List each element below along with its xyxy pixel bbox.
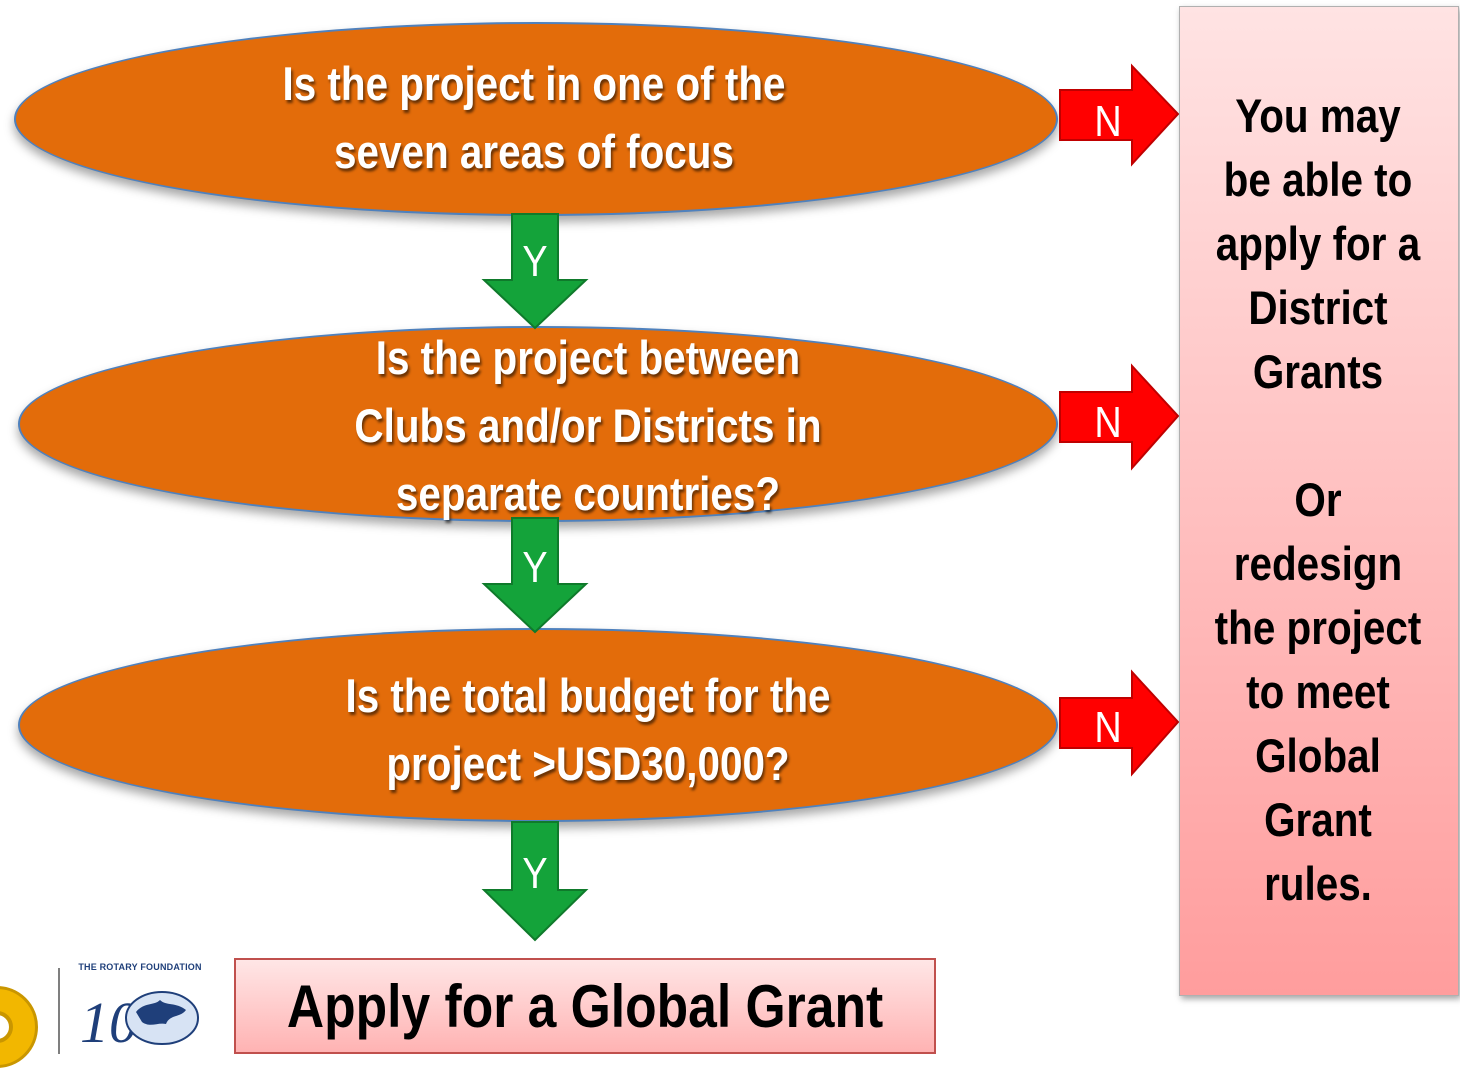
no-outcome-line: You may — [1235, 89, 1401, 142]
no-outcome-text: You may be able to apply for a District … — [1198, 84, 1437, 916]
no-outcome-line: the project — [1214, 601, 1422, 654]
yes-label-3: Y — [522, 849, 548, 898]
question-2-text: Is the project between Clubs and/or Dist… — [184, 324, 992, 528]
yes-arrow-1 — [481, 213, 589, 330]
no-outcome-line: redesign — [1233, 537, 1403, 590]
question-3-line-2: project >USD30,000? — [386, 737, 790, 790]
no-arrow-3 — [1059, 669, 1180, 777]
no-arrow-2 — [1059, 363, 1180, 471]
rotary-wheel-logo — [0, 986, 38, 1068]
no-arrow-1 — [1059, 63, 1180, 167]
no-outcome-box — [1179, 6, 1459, 996]
no-outcome-line: District — [1248, 281, 1388, 334]
yes-arrow-3 — [481, 821, 589, 942]
final-outcome-text: Apply for a Global Grant — [286, 973, 884, 1040]
final-outcome-box — [234, 958, 936, 1054]
no-outcome-line: rules. — [1264, 857, 1372, 910]
question-3-text: Is the total budget for the project >USD… — [184, 662, 992, 798]
question-1-line-1: Is the project in one of the — [282, 57, 786, 110]
no-label-2: N — [1094, 398, 1122, 447]
question-1-line-2: seven areas of focus — [334, 125, 734, 178]
foundation-caption: THE ROTARY FOUNDATION — [78, 962, 202, 972]
question-2-line-3: separate countries? — [395, 467, 781, 520]
centennial-globe-icon: 100 — [80, 990, 199, 1054]
no-outcome-spacer — [1198, 404, 1437, 468]
question-1-text: Is the project in one of the seven areas… — [87, 50, 981, 186]
no-outcome-line: be able to — [1223, 153, 1413, 206]
no-label-3: N — [1094, 703, 1122, 752]
yes-label-1: Y — [522, 237, 548, 286]
yes-label-2: Y — [522, 543, 548, 592]
question-1-ellipse — [14, 22, 1058, 216]
no-outcome-line: Grants — [1252, 345, 1384, 398]
rotary-foundation-logo: THE ROTARY FOUNDATION 100 — [70, 962, 210, 1054]
question-2-line-2: Clubs and/or Districts in — [354, 399, 822, 452]
no-outcome-line: Grant — [1264, 793, 1372, 846]
no-outcome-line: Or — [1294, 473, 1342, 526]
no-outcome-line: Global — [1255, 729, 1381, 782]
question-2-line-1: Is the project between — [375, 331, 801, 384]
yes-arrow-2 — [481, 517, 589, 634]
question-3-line-1: Is the total budget for the — [345, 669, 831, 722]
no-outcome-line: apply for a — [1215, 217, 1421, 270]
no-outcome-line: to meet — [1246, 665, 1390, 718]
no-label-1: N — [1094, 97, 1122, 146]
logo-divider — [58, 968, 60, 1054]
question-2-ellipse — [18, 326, 1058, 522]
